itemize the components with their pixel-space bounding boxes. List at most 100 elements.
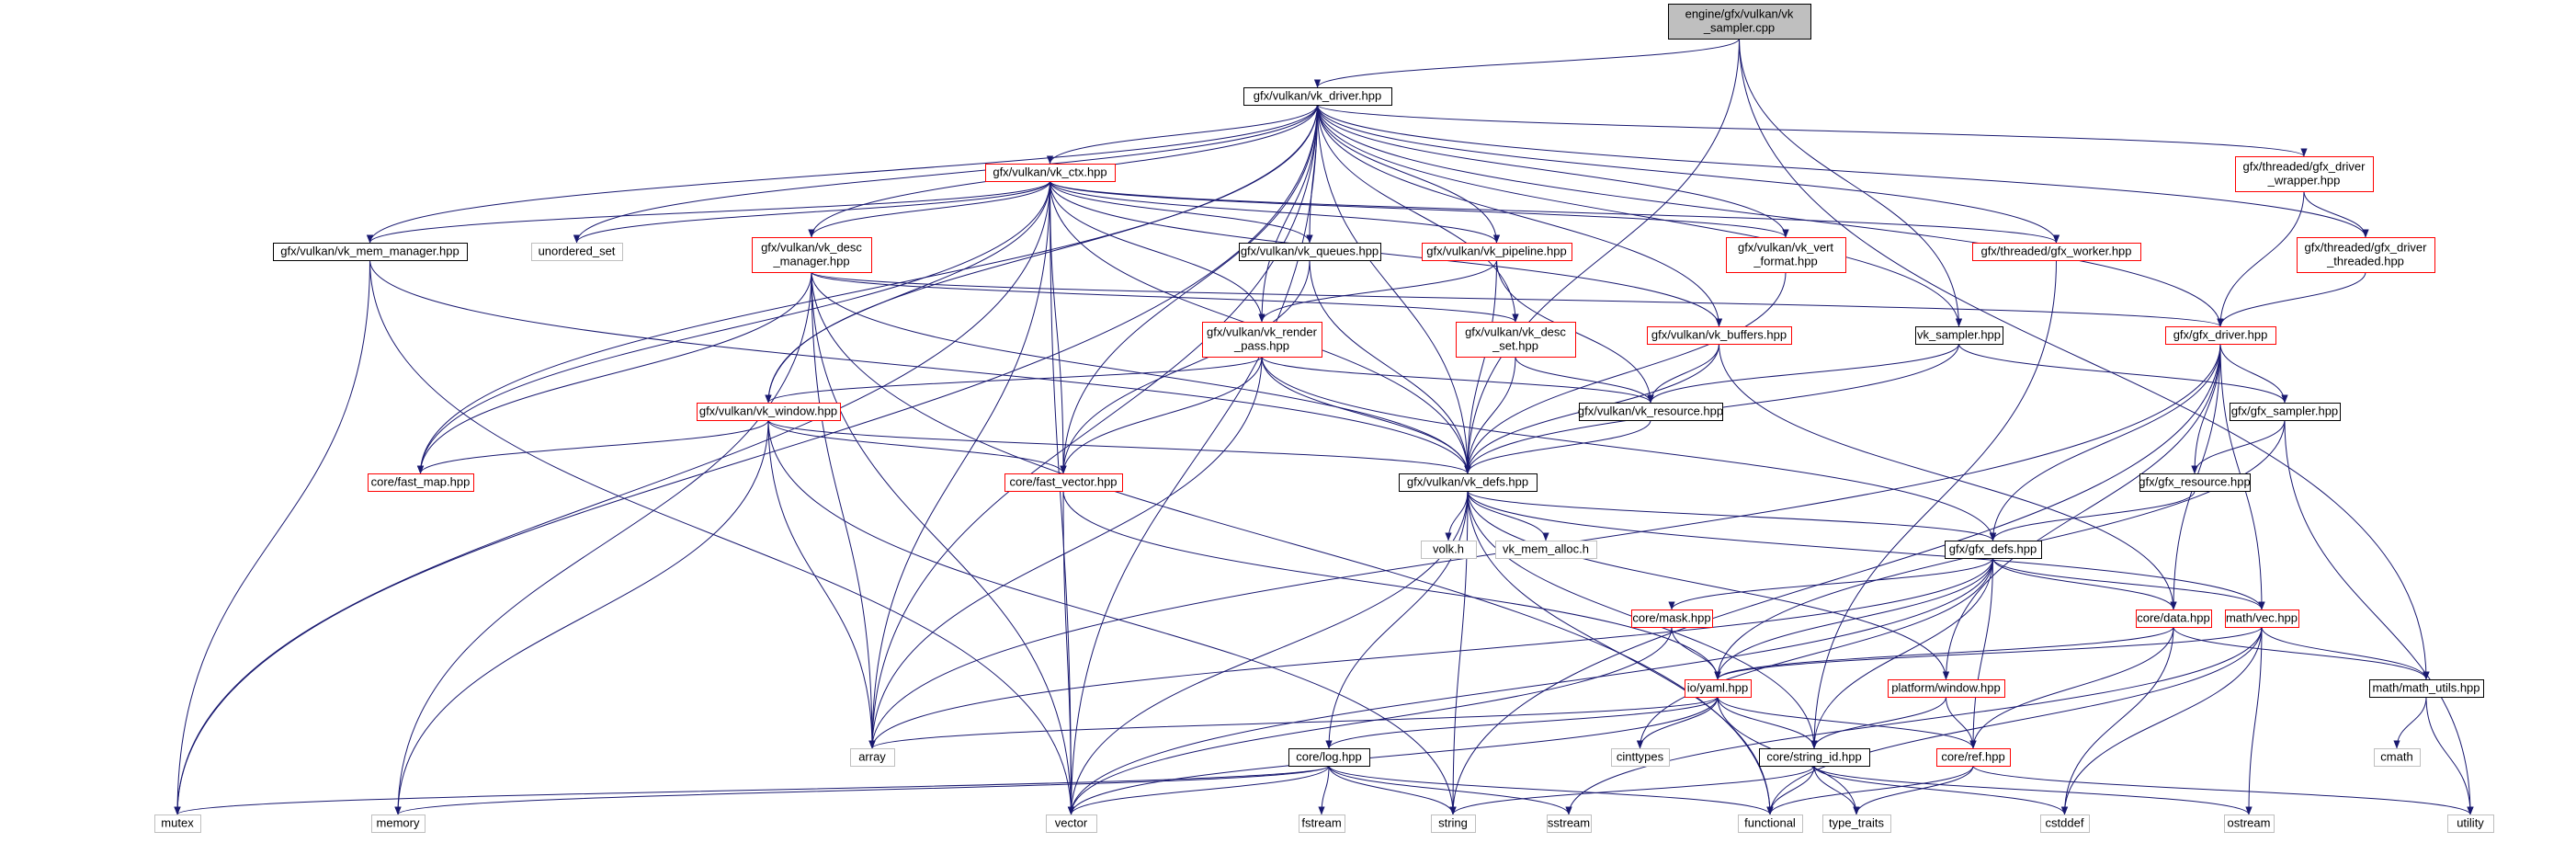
node-label-root: engine/gfx/vulkan/vk: [1685, 7, 1794, 21]
node-gfx_resource[interactable]: gfx/gfx_resource.hpp: [2139, 473, 2251, 492]
edge-gfx_defs-to-array: [868, 557, 1993, 749]
edge-vk_desc_set-to-vk_defs: [1464, 356, 1516, 474]
edge-vk_driver-to-vk_vert_format: [1317, 104, 1789, 238]
node-gfx_driver_wrapper[interactable]: gfx/threaded/gfx_driver_wrapper.hpp: [2235, 156, 2374, 192]
edge-vk_defs-to-log: [1325, 490, 1469, 749]
node-log[interactable]: core/log.hpp: [1288, 748, 1370, 767]
edge-vk_ctx-to-vk_vert_format: [1050, 180, 1789, 238]
node-box-root: [1668, 4, 1811, 40]
node-ref[interactable]: core/ref.hpp: [1936, 748, 2011, 767]
node-label-vk_resource: gfx/vulkan/vk_resource.hpp: [1578, 404, 1723, 418]
edge-gfx_driver-to-gfx_defs: [1989, 343, 2221, 541]
node-vk_sampler[interactable]: vk_sampler.hpp: [1915, 326, 2003, 345]
edge-ref-to-type_traits: [1853, 765, 1974, 815]
node-volk: volk.h: [1421, 541, 1477, 559]
edge-gfx_driver_threaded-to-gfx_driver: [2217, 271, 2366, 327]
node-platform_window[interactable]: platform/window.hpp: [1888, 679, 2005, 698]
node-box-vk_defs: [1399, 473, 1538, 492]
edge-vk_desc_manager-to-array: [811, 271, 876, 749]
node-box-vk_queues: [1239, 243, 1381, 261]
node-vk_render_pass[interactable]: gfx/vulkan/vk_render_pass.hpp: [1202, 322, 1322, 358]
edge-log-to-string: [1328, 765, 1457, 815]
edge-gfx_resource-to-gfx_defs: [1989, 490, 2196, 541]
node-vk_window[interactable]: gfx/vulkan/vk_window.hpp: [697, 403, 841, 421]
node-vk_resource[interactable]: gfx/vulkan/vk_resource.hpp: [1578, 403, 1723, 421]
edge-gfx_driver-to-gfx_sampler: [2219, 343, 2288, 404]
edge-vk_render_pass-to-vk_defs: [1261, 356, 1471, 474]
edge-root-to-vk_driver: [1314, 38, 1740, 88]
node-vec[interactable]: math/vec.hpp: [2225, 609, 2299, 628]
node-gfx_driver[interactable]: gfx/gfx_driver.hpp: [2165, 326, 2276, 345]
edge-vk_vert_format-to-vk_defs: [1464, 271, 1787, 474]
node-label-sstream: sstream: [1548, 816, 1590, 830]
edge-data-to-math_utils: [2173, 626, 2430, 680]
node-vk_driver[interactable]: gfx/vulkan/vk_driver.hpp: [1243, 87, 1392, 106]
node-box-gfx_resource: [2139, 473, 2251, 492]
node-vk_vert_format[interactable]: gfx/vulkan/vk_vert_format.hpp: [1726, 237, 1846, 273]
node-label-string_id: core/string_id.hpp: [1766, 750, 1861, 764]
node-root[interactable]: engine/gfx/vulkan/vk_sampler.cpp: [1668, 4, 1811, 40]
edge-math_utils-to-utility: [2425, 696, 2474, 815]
node-label-functional: functional: [1744, 816, 1796, 830]
node-box-vk_render_pass: [1202, 322, 1322, 358]
node-label-vector: vector: [1055, 816, 1088, 830]
edge-string_id-to-string: [1449, 765, 1815, 815]
node-gfx_sampler[interactable]: gfx/gfx_sampler.hpp: [2230, 403, 2341, 421]
node-box-log: [1288, 748, 1370, 767]
edge-ref-to-utility: [1972, 765, 2474, 815]
edge-vk_driver-to-mutex: [174, 104, 1318, 815]
edge-vk_driver-to-vk_desc_set: [1317, 104, 1519, 323]
edge-vk_desc_manager-to-vk_desc_set: [811, 271, 1519, 323]
node-vk_ctx[interactable]: gfx/vulkan/vk_ctx.hpp: [985, 164, 1116, 182]
node-cstddef: cstddef: [2040, 815, 2090, 833]
node-label-utility: utility: [2457, 816, 2484, 830]
node-label-gfx_worker: gfx/threaded/gfx_worker.hpp: [1980, 245, 2131, 258]
node-vk_mem_manager[interactable]: gfx/vulkan/vk_mem_manager.hpp: [273, 243, 468, 261]
edge-vk_queues-to-vk_defs: [1309, 259, 1471, 474]
edge-vk_window-to-memory: [394, 419, 769, 815]
edge-vk_ctx-to-vk_render_pass: [1050, 180, 1265, 323]
node-yaml[interactable]: io/yaml.hpp: [1685, 679, 1752, 698]
node-box-vk_pipeline: [1422, 243, 1572, 261]
edge-vk_ctx-to-vk_queues: [1050, 180, 1313, 244]
node-vk_defs[interactable]: gfx/vulkan/vk_defs.hpp: [1399, 473, 1538, 492]
edge-fast_vector-to-yaml: [1062, 490, 1721, 680]
node-string_id[interactable]: core/string_id.hpp: [1759, 748, 1870, 767]
node-label-volk: volk.h: [1433, 542, 1464, 556]
node-cinttypes: cinttypes: [1611, 748, 1670, 767]
node-gfx_defs[interactable]: gfx/gfx_defs.hpp: [1945, 541, 2042, 559]
edge-vk_defs-to-functional: [1467, 490, 1774, 815]
node-gfx_worker[interactable]: gfx/threaded/gfx_worker.hpp: [1972, 243, 2141, 261]
node-fast_vector[interactable]: core/fast_vector.hpp: [1004, 473, 1123, 492]
edge-vk_window-to-array: [767, 419, 876, 749]
node-vk_queues[interactable]: gfx/vulkan/vk_queues.hpp: [1239, 243, 1381, 261]
edge-vk_driver-to-gfx_driver: [1317, 104, 2224, 327]
node-gfx_driver_threaded[interactable]: gfx/threaded/gfx_driver_threaded.hpp: [2297, 237, 2435, 273]
node-label-root: _sampler.cpp: [1703, 21, 1775, 35]
node-label-vk_desc_manager: gfx/vulkan/vk_desc: [761, 241, 862, 255]
edge-vk_resource-to-vk_defs: [1464, 419, 1651, 474]
node-mask[interactable]: core/mask.hpp: [1631, 609, 1713, 628]
node-label-math_utils: math/math_utils.hpp: [2372, 681, 2480, 695]
edge-yaml-to-string_id: [1717, 696, 1818, 749]
edge-gfx_defs-to-vec: [1992, 557, 2265, 610]
node-box-vk_resource: [1579, 403, 1723, 421]
node-cmath: cmath: [2374, 748, 2421, 767]
node-math_utils[interactable]: math/math_utils.hpp: [2369, 679, 2484, 698]
node-vk_pipeline[interactable]: gfx/vulkan/vk_pipeline.hpp: [1422, 243, 1572, 261]
node-data[interactable]: core/data.hpp: [2136, 609, 2212, 628]
node-fast_map[interactable]: core/fast_map.hpp: [368, 473, 474, 492]
node-box-gfx_driver_wrapper: [2235, 156, 2374, 192]
node-vk_desc_manager[interactable]: gfx/vulkan/vk_desc_manager.hpp: [752, 237, 872, 273]
node-label-gfx_resource: gfx/gfx_resource.hpp: [2139, 475, 2250, 489]
node-label-vec: math/vec.hpp: [2226, 611, 2298, 625]
edge-layer: [174, 38, 2474, 815]
edge-vk_desc_manager-to-memory: [394, 271, 812, 815]
node-box-gfx_defs: [1945, 541, 2042, 559]
edge-vk_sampler-to-gfx_sampler: [1958, 343, 2288, 404]
edge-vk_queues-to-fast_vector: [1060, 259, 1311, 474]
node-vk_desc_set[interactable]: gfx/vulkan/vk_desc_set.hpp: [1456, 322, 1576, 358]
edge-log-to-vector: [1067, 765, 1330, 815]
node-label-unordered_set: unordered_set: [539, 245, 616, 258]
node-vk_buffers[interactable]: gfx/vulkan/vk_buffers.hpp: [1647, 326, 1792, 345]
